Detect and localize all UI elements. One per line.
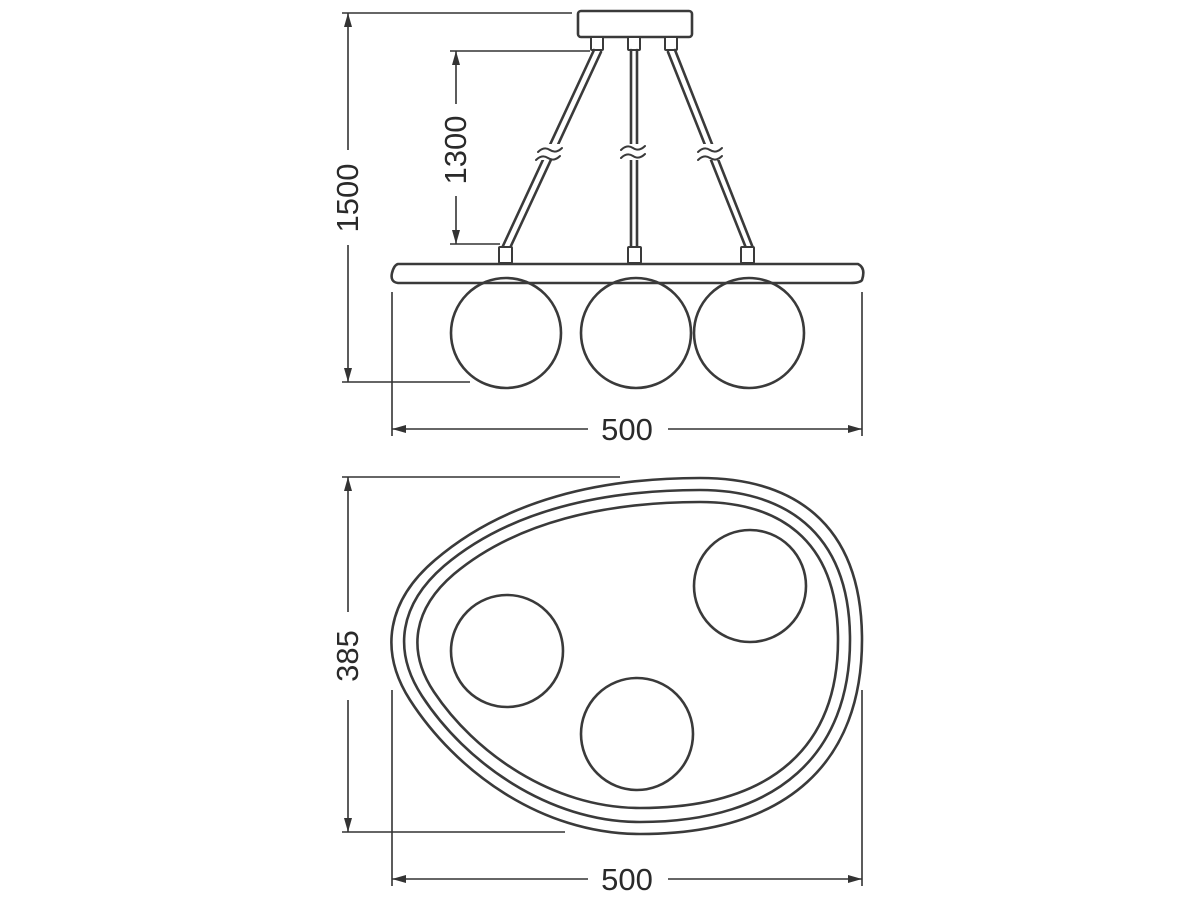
dimension-depth: 385 [330, 476, 620, 833]
dimension-top-width: 500 [391, 690, 863, 897]
lamp-plate-outer-outline [390, 476, 864, 836]
dim-side-width-label: 500 [601, 412, 653, 447]
canopy-connectors [590, 36, 678, 51]
dimension-cable-length: 1300 [438, 50, 590, 245]
lamp-plate-inner-outline [402, 488, 852, 824]
lamp-plate-side [390, 262, 865, 285]
glass-globes-top [449, 528, 808, 792]
top-view: 385 500 [330, 476, 864, 897]
side-view: 1500 1300 500 [330, 9, 865, 447]
dim-depth-label: 385 [330, 630, 365, 682]
cable-break-marks [534, 144, 729, 161]
lamp-plate-rim-outline [416, 500, 840, 810]
dimension-total-height: 1500 [330, 12, 572, 383]
glass-globes-side [449, 276, 806, 390]
ceiling-canopy [576, 9, 694, 39]
dim-total-height-label: 1500 [330, 164, 365, 233]
dim-cable-length-label: 1300 [438, 116, 473, 185]
plate-connectors [498, 246, 755, 264]
dim-top-width-label: 500 [601, 862, 653, 897]
dimension-side-width: 500 [391, 292, 863, 447]
